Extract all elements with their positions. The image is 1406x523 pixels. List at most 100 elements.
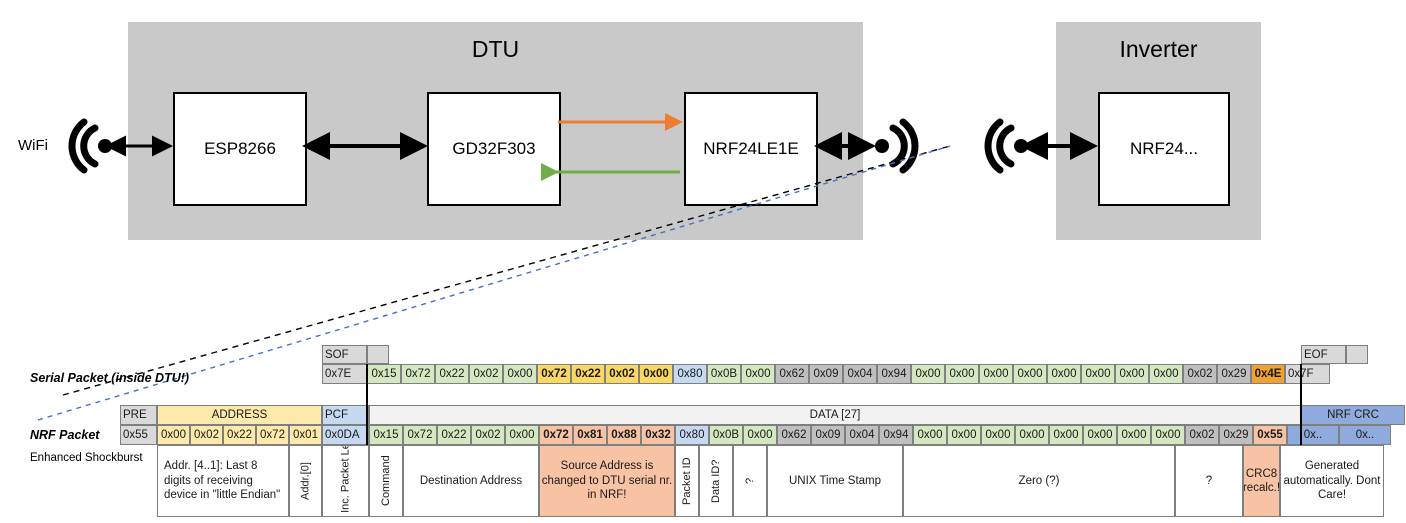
chip-esp8266-label: ESP8266 — [204, 139, 276, 158]
chip-nrf24-label: NRF24... — [1129, 139, 1199, 158]
nrf-data-byte-4: 0x00 — [505, 425, 539, 445]
serial-eof-header-row: EOF — [1301, 345, 1368, 364]
serial-eof-header-spacer — [1346, 345, 1368, 364]
nrf-data-byte-16: 0x00 — [913, 425, 947, 445]
nrf-crc-byte-1: 0x.. — [1339, 425, 1391, 445]
serial-byte-25: 0x29 — [1217, 364, 1251, 384]
serial-byte-23: 0x00 — [1149, 364, 1183, 384]
nrf-data-byte-22: 0x00 — [1117, 425, 1151, 445]
serial-byte-3: 0x02 — [469, 364, 503, 384]
chip-esp8266: ESP8266 — [173, 92, 307, 206]
nrf-address-byte-1: 0x02 — [190, 425, 223, 445]
annotation-address-desc: Addr. [4..1]: Last 8 digits of receiving… — [157, 445, 289, 517]
annotation-crc8: CRC8 recalc.! — [1243, 445, 1280, 517]
serial-eof-header: EOF — [1301, 345, 1346, 364]
nrf-data-byte-1: 0x72 — [403, 425, 437, 445]
chip-gd32f303: GD32F303 — [427, 92, 561, 206]
serial-byte-11: 0x00 — [741, 364, 775, 384]
nrf-data-byte-24: 0x02 — [1185, 425, 1219, 445]
serial-byte-22: 0x00 — [1115, 364, 1149, 384]
serial-sof-value: 0x7E — [322, 364, 367, 384]
nrf-data-byte-3: 0x02 — [471, 425, 505, 445]
nrf-data-byte-21: 0x00 — [1083, 425, 1117, 445]
annotation-zero: Zero (?) — [903, 445, 1175, 517]
annotation-destination: Destination Address — [403, 445, 539, 517]
serial-packet-label: Serial Packet (inside DTU!) — [30, 371, 190, 385]
annotation-unknown-2: ? — [1175, 445, 1243, 517]
nrf-pcf-value: 0x0DA — [322, 425, 369, 445]
serial-byte-17: 0x00 — [945, 364, 979, 384]
serial-byte-10: 0x0B — [707, 364, 741, 384]
nrf-data-byte-2: 0x22 — [437, 425, 471, 445]
nrf-data-byte-8: 0x32 — [641, 425, 675, 445]
chip-nrf24le1e: NRF24LE1E — [684, 92, 818, 206]
annotation-nrf-crc-desc: Generated automatically. Dont Care! — [1280, 445, 1384, 517]
serial-header-row: SOF — [322, 345, 389, 364]
serial-byte-24: 0x02 — [1183, 364, 1217, 384]
nrf-data-byte-6: 0x81 — [573, 425, 607, 445]
packet-tables: Serial Packet (inside DTU!) NRF Packet E… — [0, 340, 1406, 523]
inverter-title: Inverter — [1119, 36, 1198, 62]
serial-byte-2: 0x22 — [435, 364, 469, 384]
serial-byte-16: 0x00 — [911, 364, 945, 384]
nrf-data-byte-12: 0x62 — [777, 425, 811, 445]
nrf-header-row: PRE ADDRESS PCF DATA [27] NRF CRC — [120, 405, 1405, 425]
serial-byte-5: 0x72 — [537, 364, 571, 384]
dtu-title: DTU — [471, 36, 520, 62]
nrf-address-byte-3: 0x72 — [256, 425, 289, 445]
chip-gd32f303-label: GD32F303 — [452, 139, 536, 158]
wifi-label: WiFi — [18, 137, 48, 154]
nrf-data-byte-25: 0x29 — [1219, 425, 1253, 445]
serial-byte-13: 0x09 — [809, 364, 843, 384]
serial-byte-20: 0x00 — [1047, 364, 1081, 384]
nrf-address-byte-0: 0x00 — [157, 425, 190, 445]
nrf-header-pcf: PCF — [322, 405, 369, 425]
serial-byte-9: 0x80 — [673, 364, 707, 384]
nrf-address-byte-4: 0x01 — [289, 425, 322, 445]
nrf-data-byte-13: 0x09 — [811, 425, 845, 445]
nrf-data-byte-20: 0x00 — [1049, 425, 1083, 445]
nrf-header-pre: PRE — [120, 405, 157, 425]
serial-byte-14: 0x04 — [843, 364, 877, 384]
serial-byte-8: 0x00 — [639, 364, 673, 384]
nrf-data-byte-5: 0x72 — [539, 425, 573, 445]
annotation-source: Source Address is changed to DTU serial … — [539, 445, 675, 517]
nrf-data-byte-19: 0x00 — [1015, 425, 1049, 445]
serial-byte-19: 0x00 — [1013, 364, 1047, 384]
shockburst-label: Enhanced Shockburst — [30, 452, 143, 464]
annotation-timestamp: UNIX Time Stamp — [767, 445, 903, 517]
serial-byte-6: 0x22 — [571, 364, 605, 384]
serial-sof-header: SOF — [322, 345, 367, 364]
serial-byte-4: 0x00 — [503, 364, 537, 384]
nrf-data-byte-23: 0x00 — [1151, 425, 1185, 445]
serial-byte-15: 0x94 — [877, 364, 911, 384]
nrf-data-byte-10: 0x0B — [709, 425, 743, 445]
nrf-pre-value: 0x55 — [120, 425, 157, 445]
nrf-data-byte-7: 0x88 — [607, 425, 641, 445]
annotation-row: Addr. [4..1]: Last 8 digits of receiving… — [157, 445, 1384, 517]
packet-connectors — [366, 364, 1302, 445]
block-diagram: DTU ESP8266 GD32F303 NRF24LE1E Inverter … — [18, 22, 1261, 240]
nrf-data-byte-14: 0x04 — [845, 425, 879, 445]
serial-byte-7: 0x02 — [605, 364, 639, 384]
nrf-data-byte-18: 0x00 — [981, 425, 1015, 445]
chip-nrf24: NRF24... — [1098, 92, 1230, 206]
nrf-data-byte-9: 0x80 — [675, 425, 709, 445]
nrf-data-byte-11: 0x00 — [743, 425, 777, 445]
nrf-header-crc: NRF CRC — [1301, 405, 1405, 425]
serial-byte-21: 0x00 — [1081, 364, 1115, 384]
nrf-header-address: ADDRESS — [157, 405, 322, 425]
serial-byte-1: 0x72 — [401, 364, 435, 384]
serial-byte-18: 0x00 — [979, 364, 1013, 384]
nrf-data-byte-0: 0x15 — [369, 425, 403, 445]
serial-byte-26: 0x4E — [1251, 364, 1285, 384]
serial-byte-0: 0x15 — [367, 364, 401, 384]
serial-header-spacer — [367, 345, 389, 364]
chip-nrf24le1e-label: NRF24LE1E — [703, 139, 799, 158]
nrf-data-byte-17: 0x00 — [947, 425, 981, 445]
